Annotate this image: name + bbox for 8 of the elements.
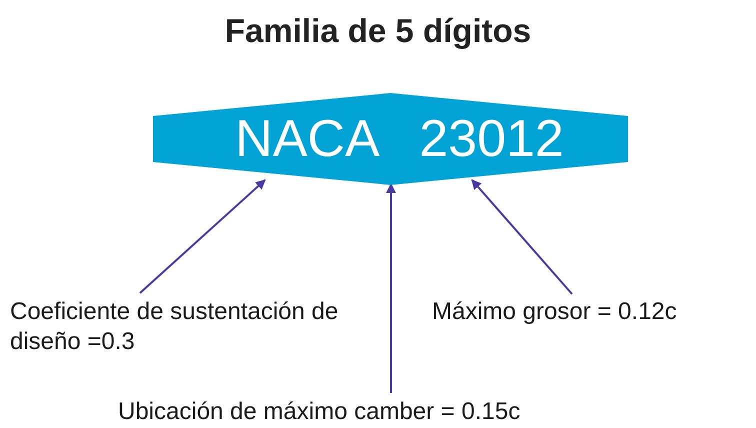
annotation-text: Máximo grosor = 0.12c: [432, 297, 752, 327]
arrow: [139, 179, 266, 294]
arrow: [471, 179, 573, 295]
diagram-title: Familia de 5 dígitos: [224, 12, 532, 50]
arrow: [386, 183, 396, 393]
airfoil-designation: NACA 23012: [235, 109, 564, 169]
annotation-text: Coeficiente de sustentación de diseño =0.3: [10, 297, 410, 357]
annotation-text: Ubicación de máximo camber = 0.15c: [118, 397, 638, 427]
